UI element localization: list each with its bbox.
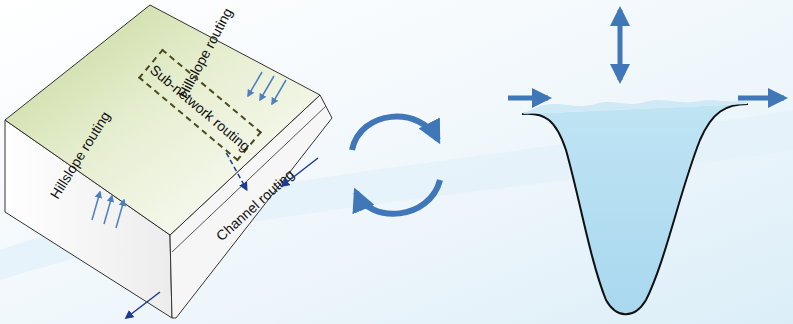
inflow-arrow [508,96,548,101]
slope-polygon [5,5,320,235]
flow-arrow [104,196,112,224]
channel-water [522,104,748,314]
flow-arrow [92,192,100,220]
flow-arrow [116,200,124,228]
water-surface [522,100,748,114]
hillslope-face: Hillslope routingHillslope routingSub-ne… [5,5,320,235]
channel-bed [522,104,748,314]
outlet-arrow [126,292,160,318]
slope-outline [5,5,320,235]
exchange-arrow [618,10,623,80]
cycle-arrow [356,180,440,214]
cycle-arrow [352,117,438,150]
outflow-arrow [738,96,784,101]
